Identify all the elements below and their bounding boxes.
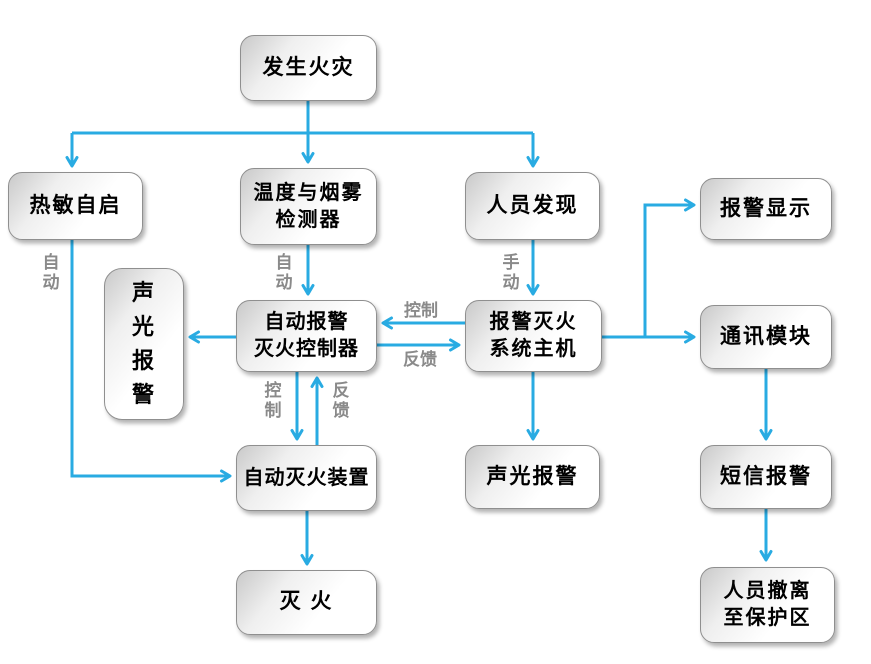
node-auto-extinguisher-device-label: 自动灭火装置 — [243, 466, 370, 489]
edge-label-auto-thermal: 自 动 — [42, 253, 60, 293]
node-auto-alarm-controller: 自动报警 灭火控制器 — [236, 300, 377, 372]
node-sms-alarm: 短信报警 — [700, 445, 832, 509]
node-fire-occurs-label: 发生火灾 — [262, 55, 355, 79]
edge-label-control-vertical: 控 制 — [264, 381, 282, 421]
node-sound-light-alarm-label: 声光报警 — [486, 464, 579, 488]
node-extinguish-fire: 灭 火 — [236, 570, 377, 635]
node-comm-module: 通讯模块 — [700, 305, 832, 369]
node-alarm-display-label: 报警显示 — [720, 196, 812, 220]
node-sound-light-alarm: 声光报警 — [465, 445, 600, 509]
node-person-discovery: 人员发现 — [465, 172, 600, 240]
edge-branch-to-alarm-display — [643, 198, 696, 337]
node-fire-occurs: 发生火灾 — [240, 35, 377, 101]
node-auto-extinguisher-device: 自动灭火装置 — [236, 445, 377, 511]
edge-label-control-horizontal: 控制 — [404, 301, 438, 320]
node-temp-smoke-detector: 温度与烟雾 检测器 — [240, 168, 377, 245]
edge-label-auto-detector: 自 动 — [275, 253, 293, 293]
edge-label-feedback-vertical: 反 馈 — [332, 381, 350, 421]
node-evacuate-label: 人员撤离 至保护区 — [723, 580, 812, 629]
edge-label-feedback-horizontal: 反馈 — [403, 350, 437, 369]
edge-label-manual-person: 手 动 — [502, 253, 520, 293]
node-thermal-self-start-label: 热敏自启 — [29, 193, 122, 217]
node-temp-smoke-detector-label: 温度与烟雾 检测器 — [253, 181, 364, 231]
node-person-discovery-label: 人员发现 — [486, 193, 579, 217]
node-sound-light-alarm-vertical-label: 声 光 报 警 — [131, 279, 156, 408]
node-alarm-system-host: 报警灭火 系统主机 — [465, 300, 602, 372]
node-auto-alarm-controller-label: 自动报警 灭火控制器 — [254, 311, 359, 360]
node-sms-alarm-label: 短信报警 — [720, 464, 812, 488]
node-alarm-system-host-label: 报警灭火 系统主机 — [489, 311, 578, 360]
node-evacuate: 人员撤离 至保护区 — [700, 567, 835, 643]
node-comm-module-label: 通讯模块 — [720, 324, 812, 348]
node-thermal-self-start: 热敏自启 — [8, 172, 143, 240]
node-extinguish-fire-label: 灭 火 — [279, 590, 334, 614]
node-alarm-display: 报警显示 — [700, 178, 832, 240]
node-sound-light-alarm-vertical: 声 光 报 警 — [104, 268, 184, 420]
